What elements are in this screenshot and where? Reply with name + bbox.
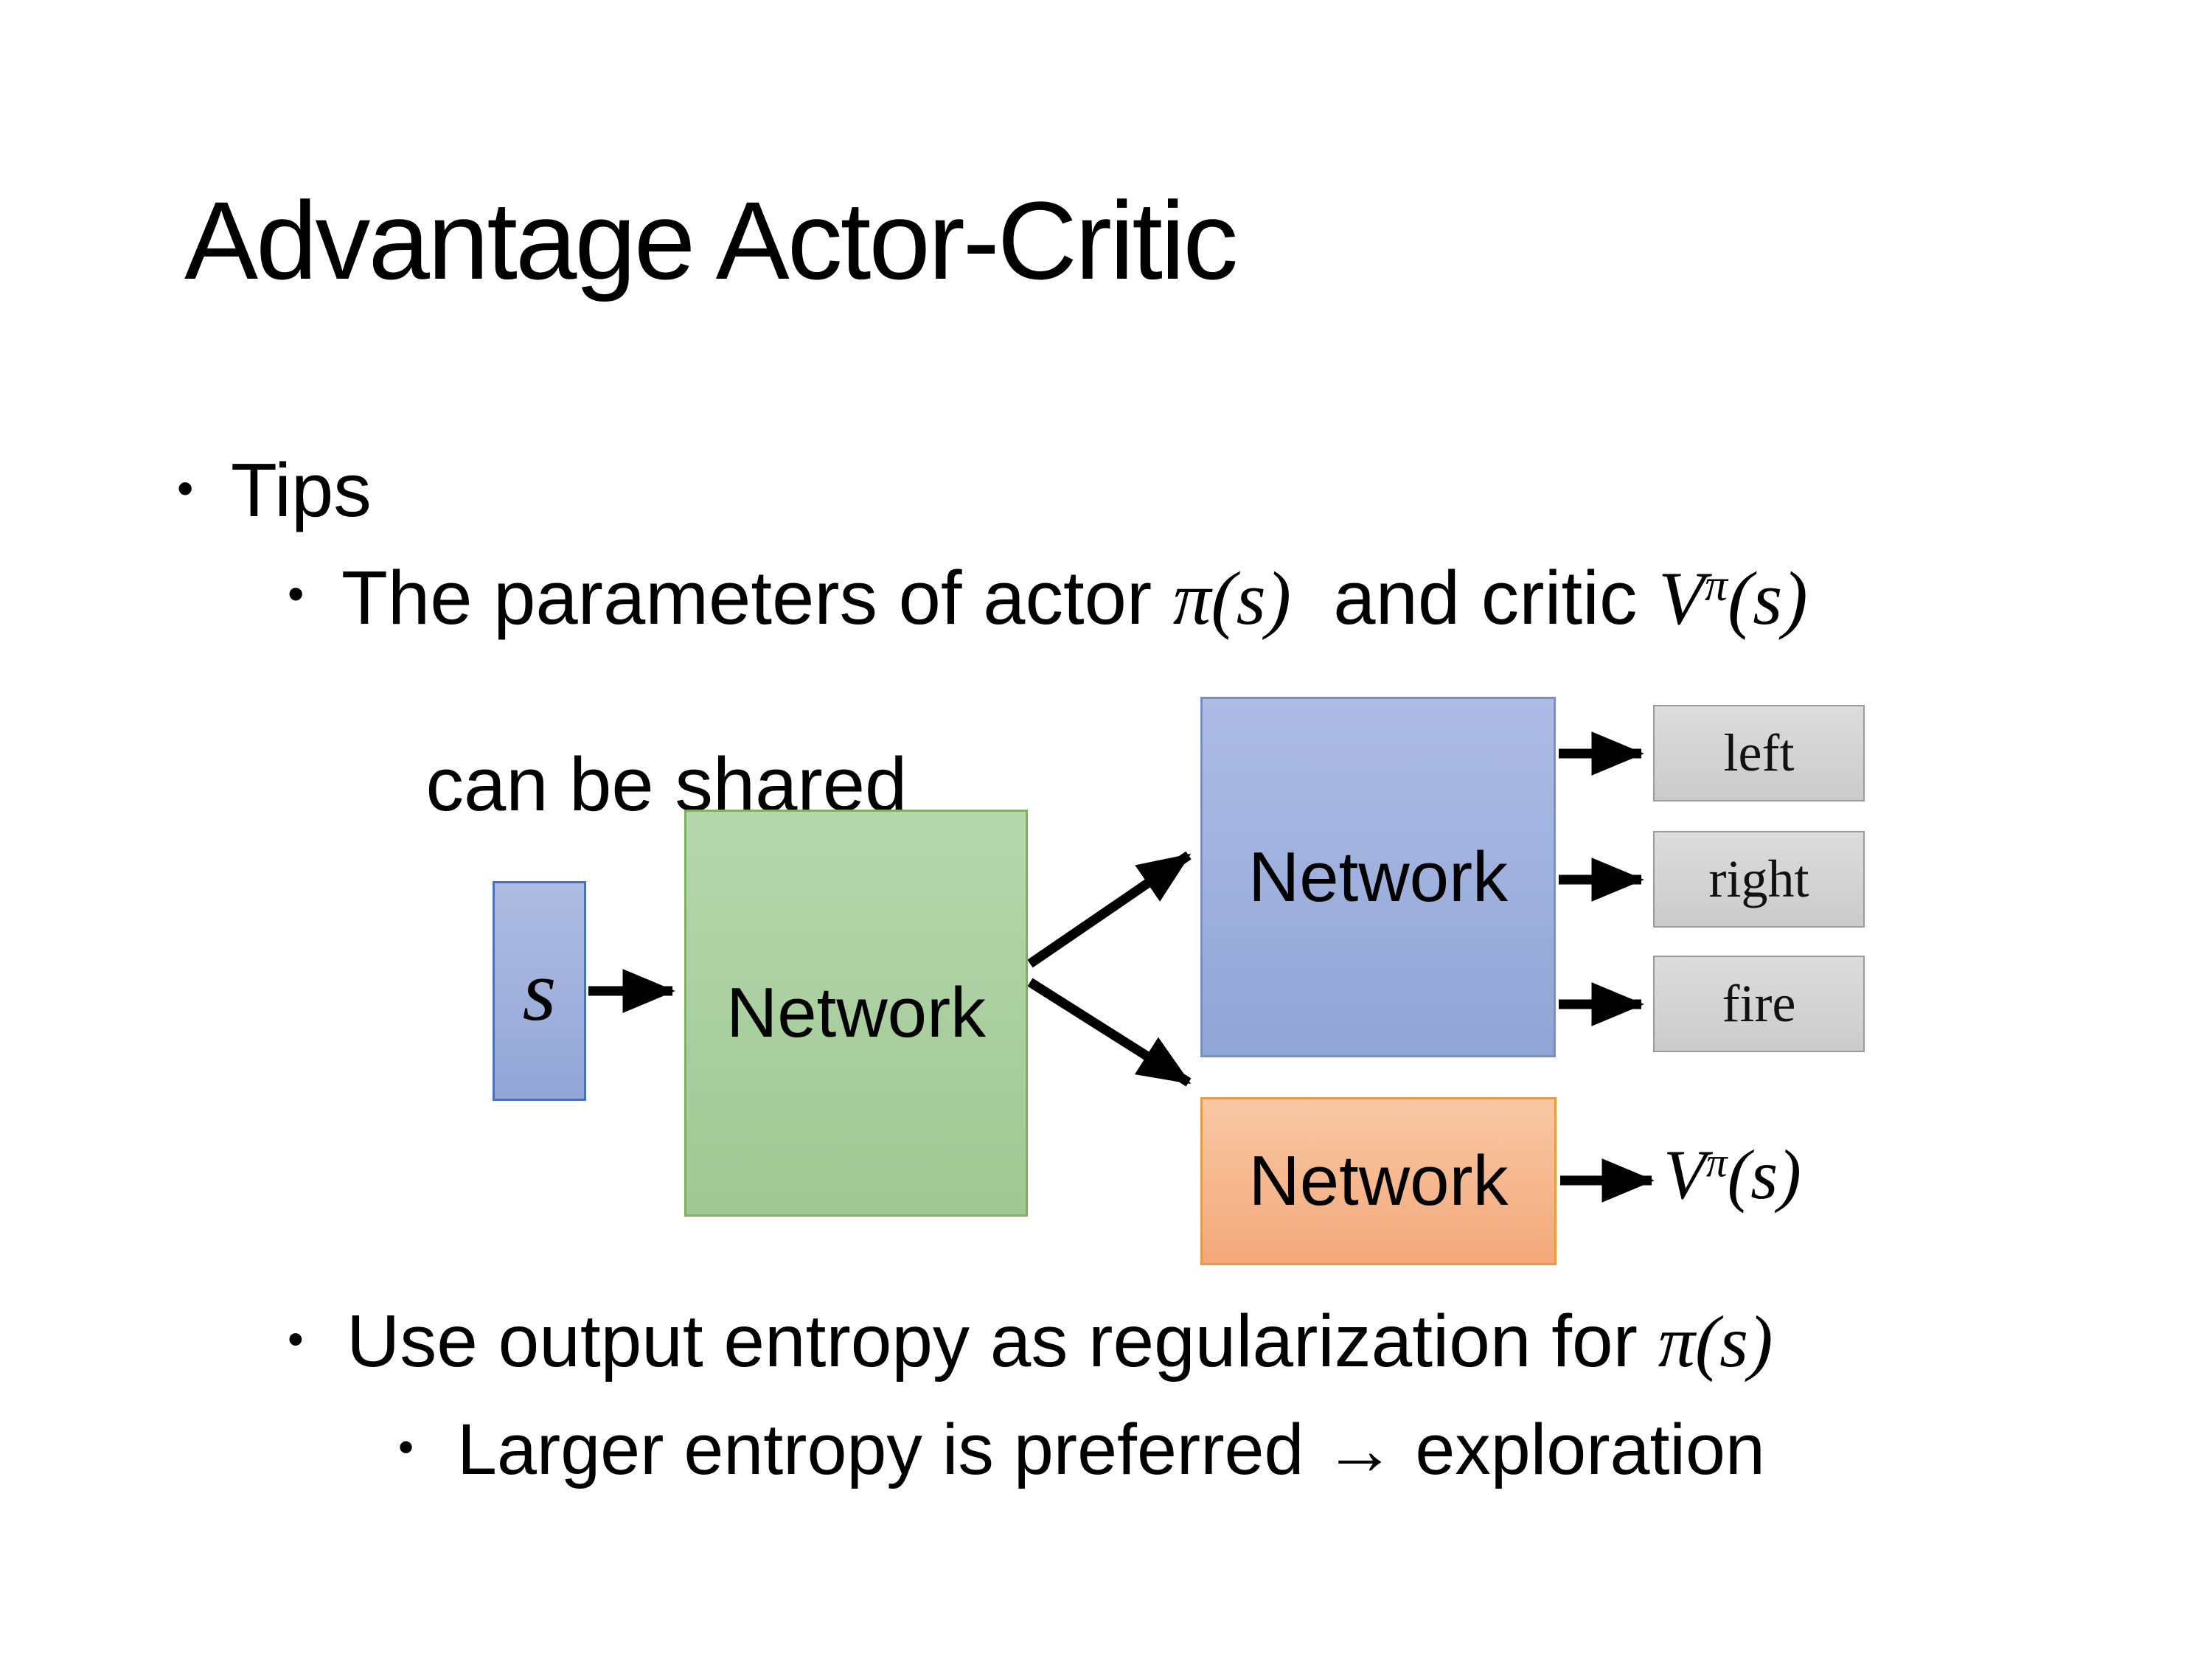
value-superscript: π (1706, 1139, 1728, 1186)
critic-value-base: V (1658, 557, 1705, 641)
shared-network-box: Network (684, 810, 1028, 1217)
actor-network-label: Network (1248, 837, 1509, 917)
bullet-dot: • (177, 462, 194, 515)
parameters-shared-text: The parameters of actor π(s) and critic … (341, 552, 1808, 831)
bullet-dot: • (288, 567, 305, 621)
text-segment: Use output entropy as regularization for (347, 1300, 1658, 1382)
action-label-fire: fire (1722, 974, 1796, 1033)
shared-network-label: Network (726, 973, 987, 1052)
action-box-fire: fire (1653, 956, 1865, 1052)
bullet-entropy-regularization: • Use output entropy as regularization f… (288, 1299, 2131, 1384)
value-args: (s) (1727, 1135, 1801, 1214)
state-input-box: s (493, 881, 586, 1101)
tips-label: Tips (231, 448, 372, 532)
arrow-shared-to-actor (1027, 851, 1192, 968)
critic-network-label: Network (1248, 1141, 1509, 1220)
critic-value-output: Vπ(s) (1663, 1134, 1801, 1215)
action-label-left: left (1723, 723, 1795, 782)
critic-network-box: Network (1200, 1097, 1557, 1265)
text-segment: and critic (1291, 555, 1659, 640)
larger-entropy-text: Larger entropy is preferred → exploratio… (457, 1409, 1765, 1489)
action-label-right: right (1708, 849, 1809, 908)
actor-policy-math: π(s) (1172, 557, 1292, 641)
page-title: Advantage Actor-Critic (184, 178, 1238, 302)
bullet-larger-entropy: • Larger entropy is preferred → explorat… (398, 1408, 2094, 1491)
text-segment: The parameters of actor (341, 555, 1173, 640)
action-box-right: right (1653, 831, 1865, 928)
critic-value-superscript: π (1705, 560, 1728, 611)
entropy-regularization-text: Use output entropy as regularization for… (347, 1299, 1773, 1384)
actor-network-box: Network (1200, 697, 1556, 1057)
state-label: s (522, 942, 557, 1039)
bullet-parameters-shared: • The parameters of actor π(s) and criti… (288, 552, 2072, 831)
action-box-left: left (1653, 705, 1865, 801)
value-base: V (1663, 1135, 1707, 1214)
bullet-dot: • (288, 1313, 304, 1365)
policy-math: π(s) (1658, 1301, 1773, 1382)
critic-value-args: (s) (1727, 557, 1808, 641)
arrow-shared-to-critic (1027, 978, 1192, 1087)
bullet-tips: • Tips (177, 447, 372, 534)
bullet-dot: • (398, 1422, 414, 1472)
